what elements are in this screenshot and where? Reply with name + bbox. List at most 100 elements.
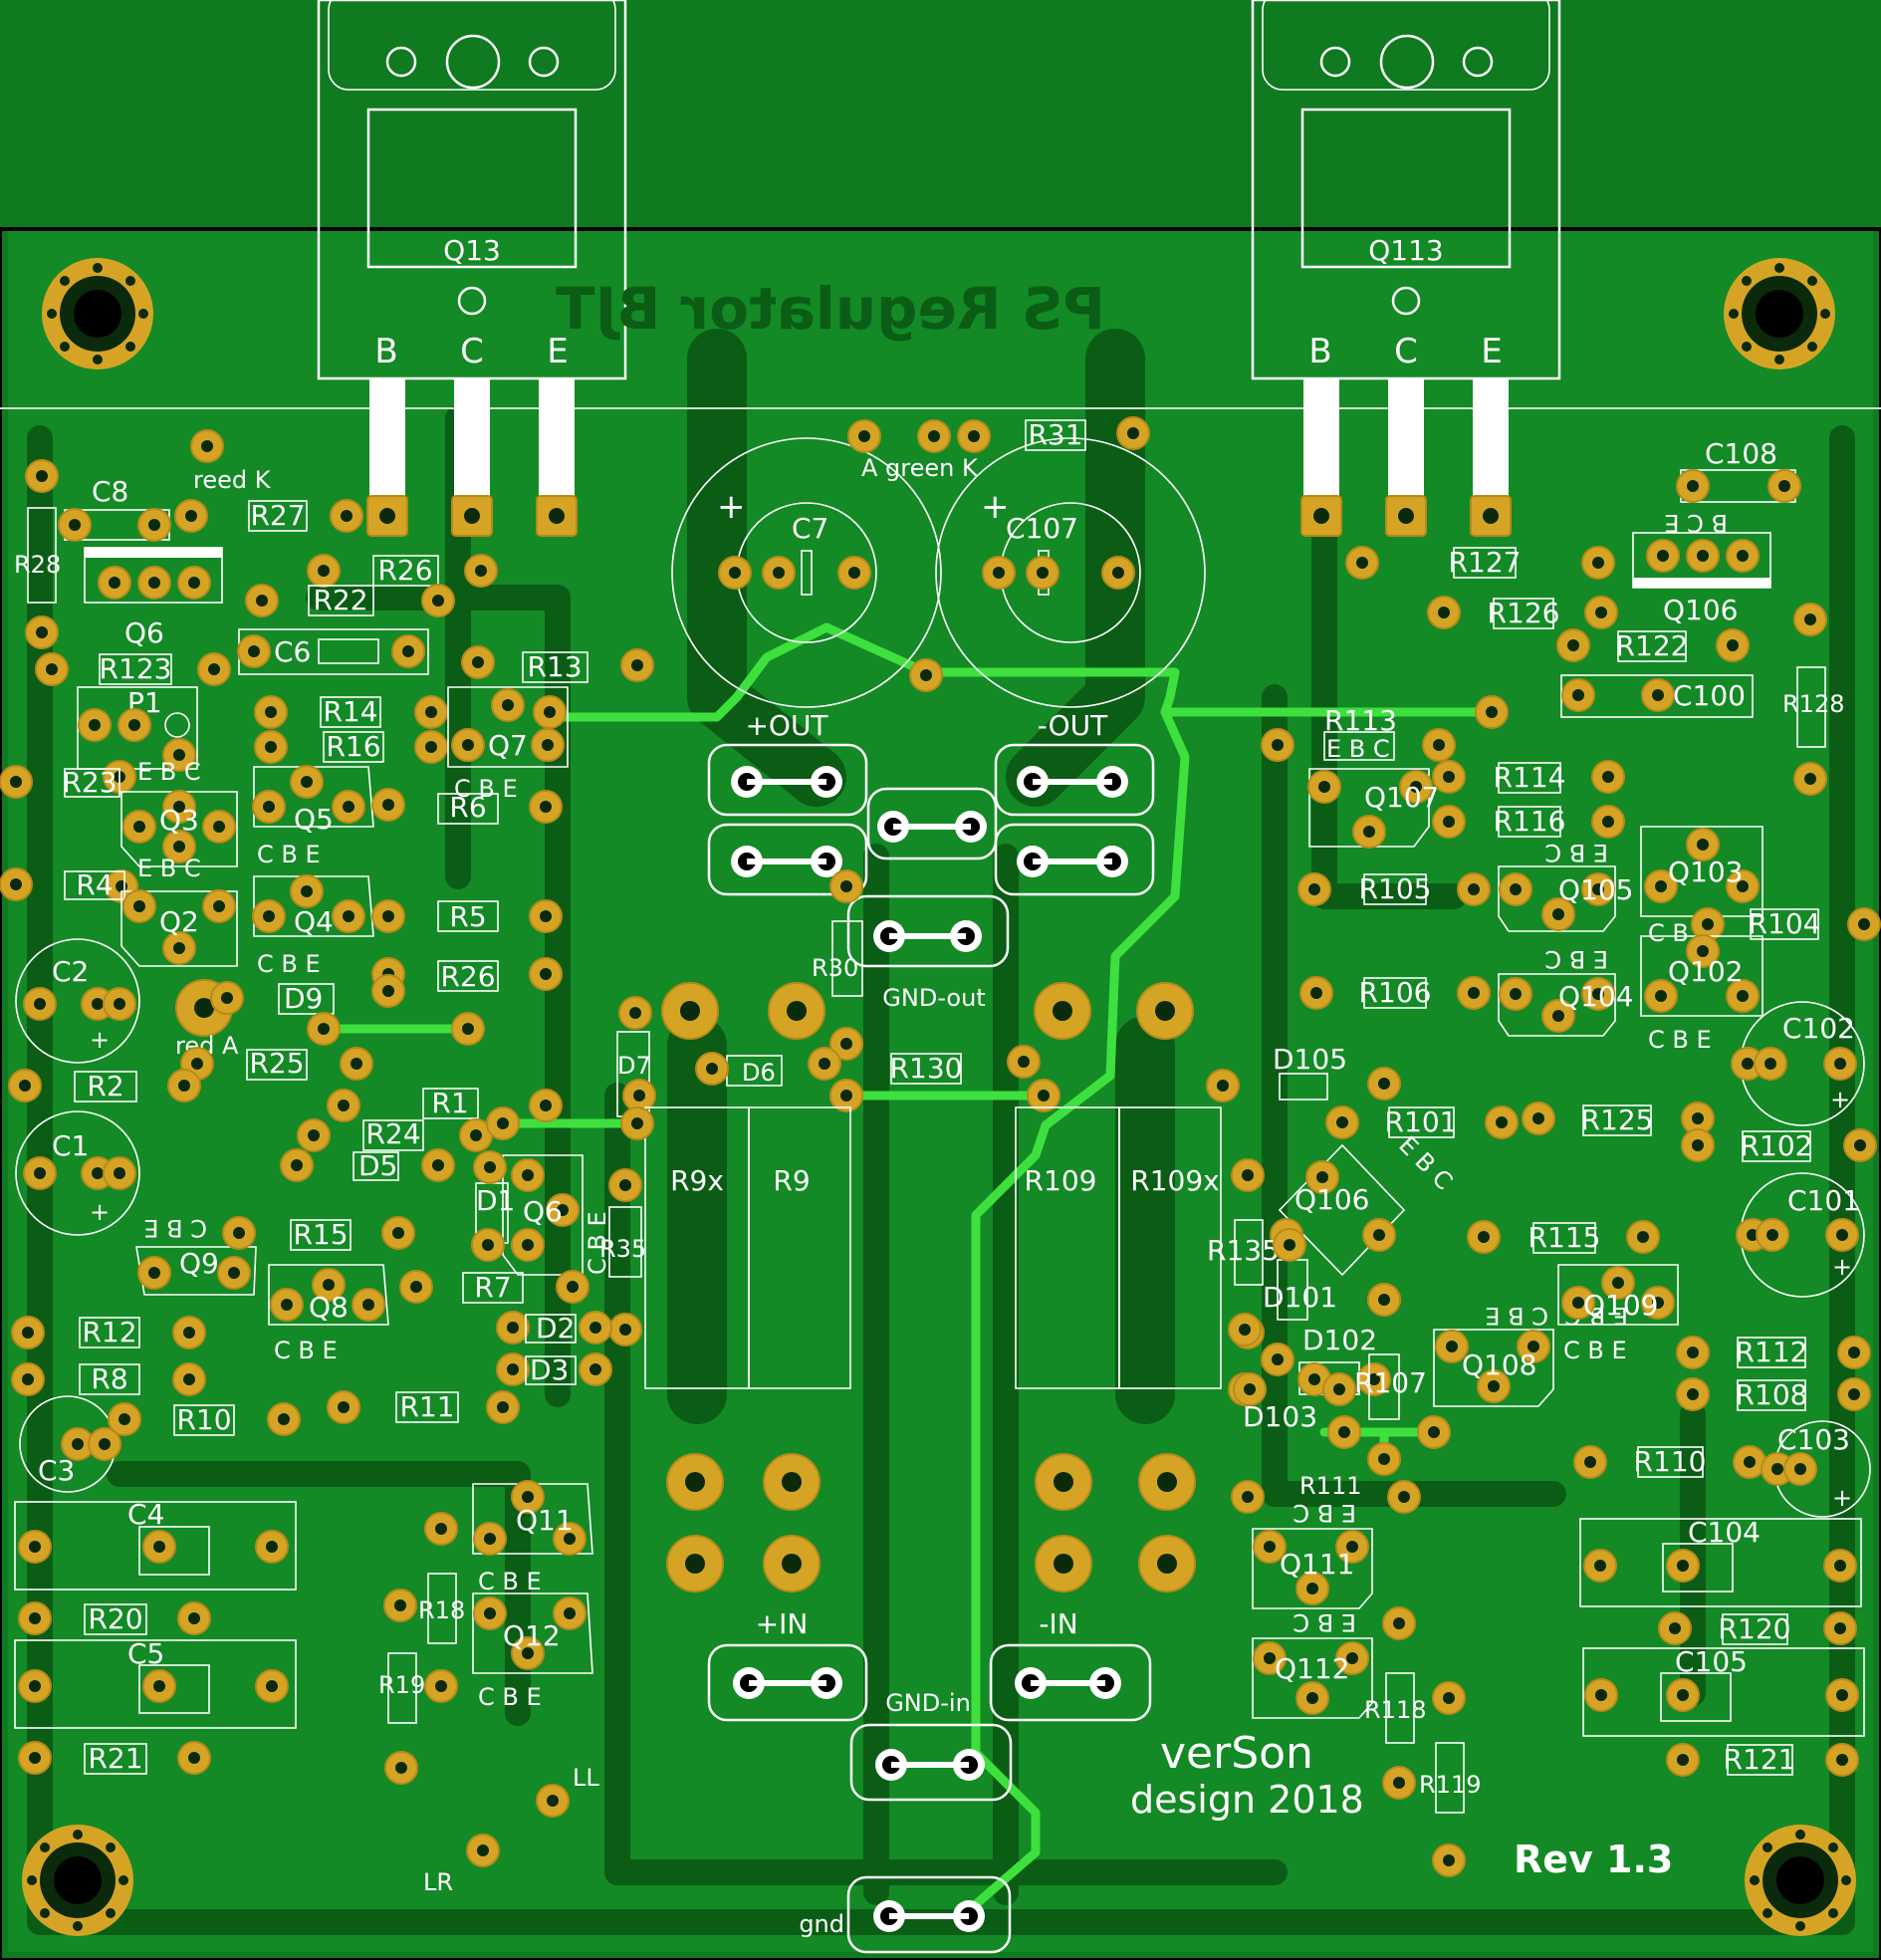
svg-text:C B E: C B E [584, 1211, 611, 1275]
board-outline [0, 227, 1881, 1960]
svg-text:C101: C101 [1787, 1184, 1860, 1217]
label-r35: R35 [599, 1235, 646, 1263]
transistor-q2: Q2 [120, 889, 238, 967]
svg-text:E B C: E B C [1326, 735, 1390, 763]
label-r2: R2 [87, 1070, 123, 1102]
svg-text:Q112: Q112 [1275, 1652, 1349, 1685]
label-r26-mid: R26 [440, 960, 495, 993]
label-a-green-k: A green K [861, 454, 979, 482]
svg-text:GND-in: GND-in [885, 1689, 971, 1717]
svg-text:C B E: C B E [1648, 1026, 1712, 1054]
svg-text:E B C: E B C [137, 758, 201, 786]
capacitor-c107: + C107 [935, 437, 1206, 708]
label-d101: D101 [1263, 1281, 1337, 1314]
transistor-q106-top: B C E Q106 [1632, 509, 1771, 626]
transistor-q108: C B E Q108 [1433, 1302, 1554, 1407]
power-resistors: R9x R9 R109 R109x [644, 1106, 1222, 1389]
mounting-hole-top-left [42, 258, 153, 369]
label-r16: R16 [326, 730, 380, 763]
svg-text:C3: C3 [38, 1454, 75, 1487]
capacitor-c2: C2 + [15, 938, 140, 1064]
label-r28: R28 [14, 551, 61, 579]
svg-text:C B E: C B E [274, 1337, 338, 1364]
label-r115: R115 [1528, 1221, 1601, 1254]
svg-text:Q11: Q11 [516, 1504, 574, 1537]
label-r12: R12 [82, 1316, 136, 1348]
capacitor-c3: C3 [19, 1395, 121, 1493]
svg-text:Q106: Q106 [1663, 594, 1738, 626]
svg-text:Q8: Q8 [309, 1291, 349, 1324]
mirrored-board-title: PS Regulator BJT [556, 275, 1105, 343]
svg-text:C B E: C B E [1563, 1337, 1627, 1364]
credit-design-year: design 2018 [1130, 1778, 1364, 1822]
label-r1: R1 [431, 1087, 468, 1119]
transistor-q12: Q12 C B E [472, 1592, 593, 1711]
transistor-q5: Q5 C B E [252, 765, 374, 868]
label-r27: R27 [250, 499, 305, 532]
transistor-q3: Q3 [120, 790, 238, 867]
transistor-q102: Q102 C B E [1640, 934, 1763, 1054]
capacitor-c101: C101 + [1736, 1172, 1865, 1298]
svg-text:Q4: Q4 [294, 905, 334, 938]
svg-text:-OUT: -OUT [1038, 709, 1108, 742]
label-r104: R104 [1749, 907, 1821, 940]
capacitor-c4: C4 [14, 1498, 297, 1591]
svg-text:C107: C107 [1006, 512, 1078, 545]
transistor-q11: Q11 C B E [472, 1480, 593, 1595]
label-r24: R24 [365, 1117, 420, 1150]
capacitor-c100: C100 [1560, 674, 1754, 718]
label-r19: R19 [378, 1671, 425, 1699]
capacitor-c103: C103 + [1761, 1420, 1871, 1518]
transistor-q112: Q112 [1252, 1637, 1373, 1719]
svg-text:GND-out: GND-out [882, 984, 985, 1012]
svg-text:gnd: gnd [799, 1910, 844, 1938]
svg-text:C8: C8 [92, 475, 128, 508]
svg-text:C4: C4 [127, 1498, 164, 1531]
svg-text:C B E: C B E [1485, 1302, 1548, 1330]
svg-text:+: + [717, 487, 746, 527]
label-d103: D103 [1243, 1400, 1317, 1433]
svg-text:R109x: R109x [1130, 1164, 1219, 1197]
label-r101: R101 [1385, 1105, 1458, 1138]
svg-text:Q13: Q13 [443, 234, 501, 267]
output-connectors: +OUT -OUT GND-out [707, 709, 1155, 1012]
capacitor-c5: C5 [14, 1637, 297, 1729]
power-transistor-q13: Q13 B C E [317, 0, 627, 537]
label-d3: D3 [530, 1353, 569, 1386]
mounting-hole-top-right [1724, 258, 1835, 369]
highlight-traces [319, 622, 1499, 1922]
capacitor-c8: C8 [58, 475, 171, 542]
svg-text:C2: C2 [52, 955, 89, 988]
capacitor-c1: C1 + [15, 1110, 140, 1236]
svg-text:R9: R9 [773, 1164, 810, 1197]
label-r125: R125 [1581, 1103, 1654, 1136]
svg-text:B: B [374, 332, 397, 371]
transistor-q109: E B C Q109 C B E [1557, 1264, 1679, 1364]
label-r25: R25 [249, 1047, 304, 1080]
label-r31: R31 [1028, 418, 1082, 451]
power-transistor-q113: Q113 B C E [1251, 0, 1561, 537]
capacitor-c105: C105 [1582, 1645, 1865, 1737]
label-r4: R4 [76, 868, 113, 901]
transistor-q7: Q7 C B E [447, 686, 569, 803]
svg-text:E B C: E B C [1544, 839, 1608, 866]
label-r126: R126 [1488, 597, 1560, 629]
label-r13: R13 [527, 650, 582, 683]
svg-text:Q107: Q107 [1364, 781, 1439, 814]
mounting-hole-bottom-left [22, 1825, 133, 1936]
svg-text:R9x: R9x [670, 1164, 724, 1197]
svg-text:+: + [981, 487, 1010, 527]
svg-text:-IN: -IN [1039, 1607, 1077, 1640]
svg-text:C103: C103 [1777, 1423, 1850, 1456]
label-r116: R116 [1494, 805, 1566, 838]
label-r121: R121 [1724, 1743, 1796, 1776]
input-connectors: +IN -IN GND-in gnd [707, 1607, 1152, 1954]
label-d105: D105 [1273, 1043, 1347, 1076]
label-lr: LR [423, 1868, 453, 1896]
capacitor-c7: + C7 [671, 437, 942, 708]
label-r11: R11 [399, 1390, 454, 1423]
label-r127: R127 [1449, 546, 1522, 579]
svg-text:E: E [547, 332, 568, 371]
svg-text:E B C: E B C [1544, 945, 1608, 973]
label-r102: R102 [1741, 1129, 1813, 1162]
